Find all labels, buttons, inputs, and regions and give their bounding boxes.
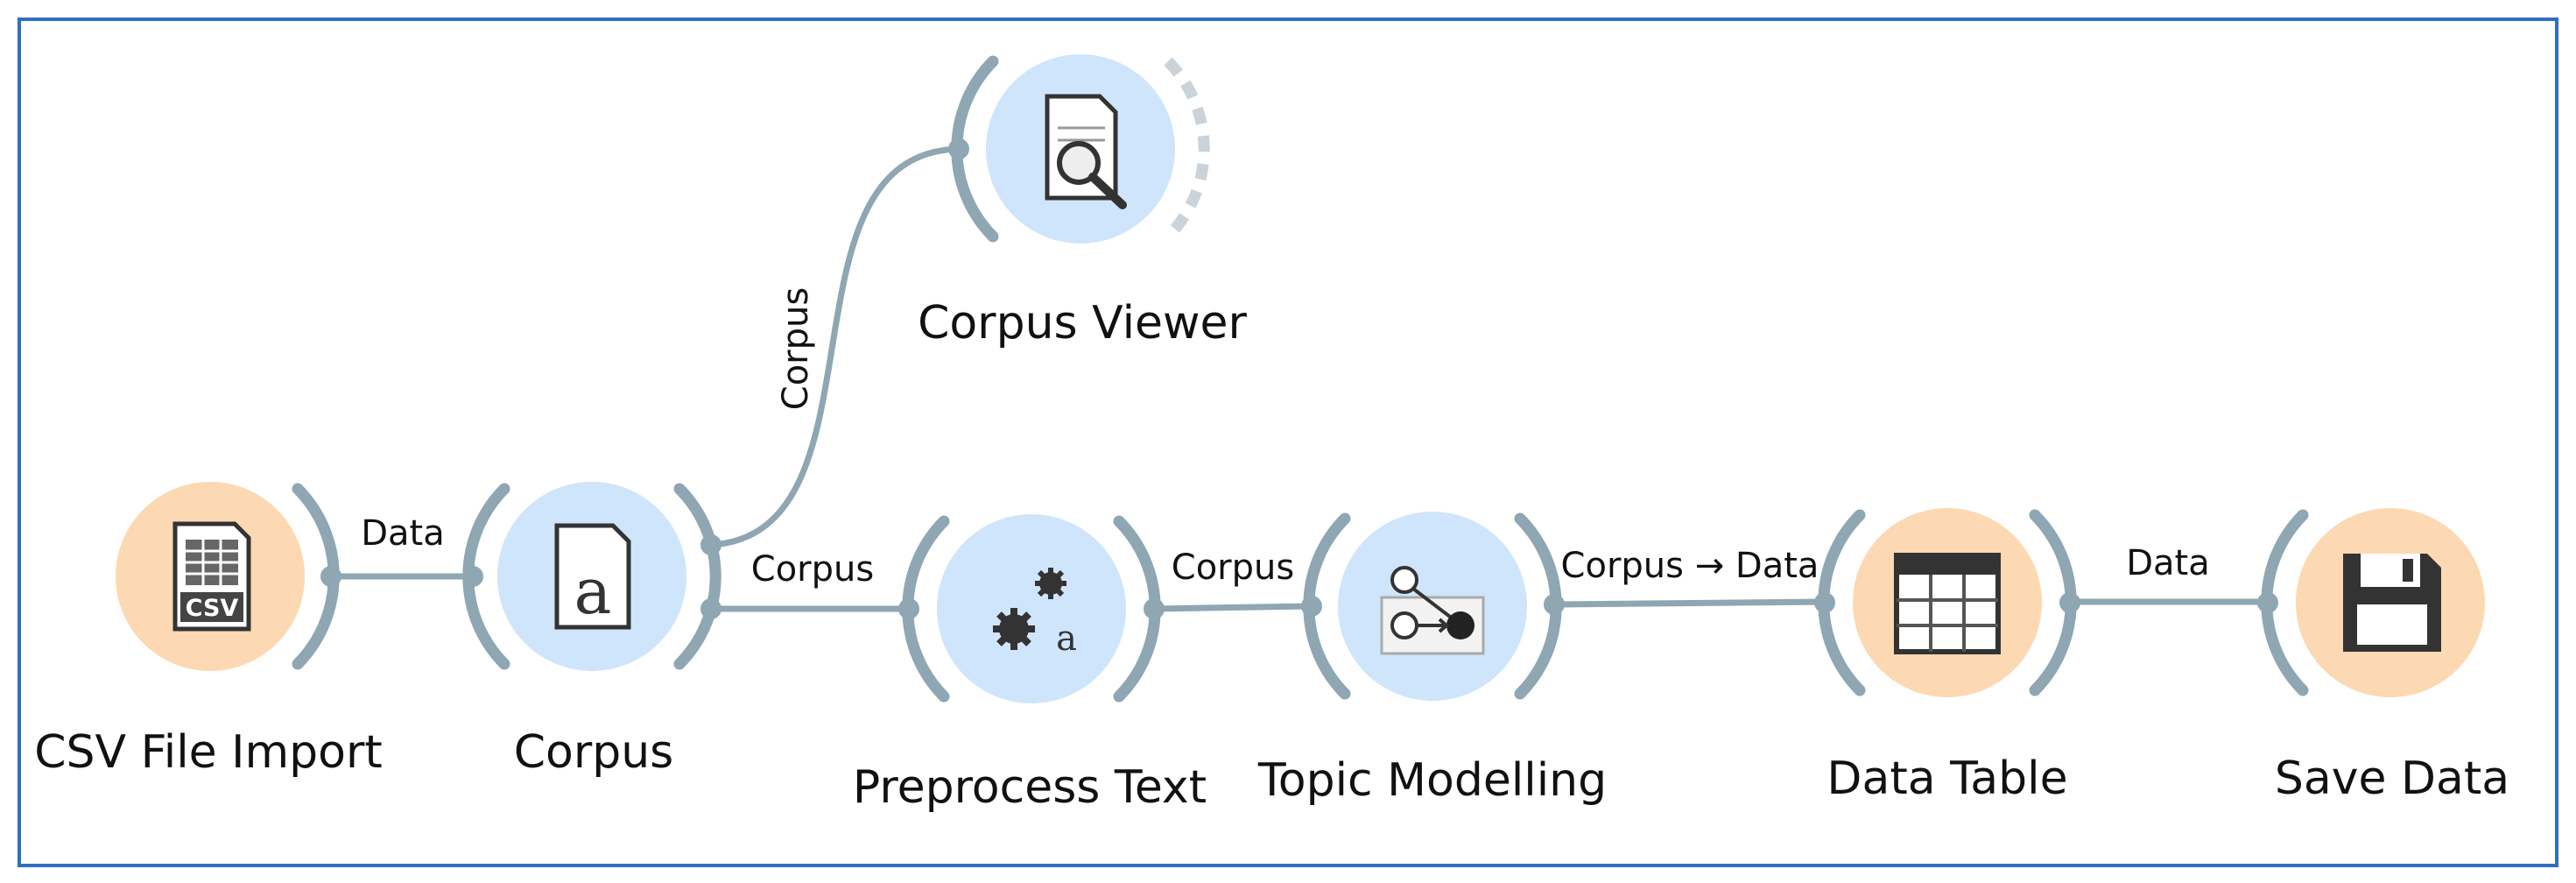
input-port-dot[interactable] (1814, 592, 1835, 613)
link-corpus-to-viewer[interactable] (707, 145, 962, 548)
node-corpus-viewer[interactable]: Corpus Viewer (918, 54, 1248, 350)
link-label-data-1: Data (361, 513, 445, 554)
input-port-dot[interactable] (2257, 592, 2278, 613)
csv-file-icon: CSV (172, 521, 251, 632)
output-port-arc[interactable] (673, 483, 721, 670)
input-port-dot[interactable] (1301, 596, 1322, 617)
floppy-disk-icon (2343, 554, 2441, 652)
link-label-corpus-preprocess: Corpus (751, 549, 874, 590)
gears-text-icon: a (993, 568, 1077, 659)
node-label: CSV File Import (34, 726, 383, 779)
node-label: Save Data (2275, 752, 2509, 805)
node-body[interactable] (937, 514, 1126, 703)
canvas-frame (18, 18, 2558, 867)
node-corpus[interactable]: a Corpus (462, 482, 721, 779)
input-port-dot[interactable] (898, 598, 919, 619)
link-preprocess-to-topic[interactable] (1151, 603, 1315, 612)
node-label: Corpus Viewer (918, 297, 1247, 350)
input-port-dot[interactable] (462, 566, 483, 587)
node-label: Data Table (1826, 752, 2067, 805)
output-port-dot[interactable] (1544, 594, 1565, 615)
topic-graph-icon (1380, 566, 1485, 655)
node-csv-file-import[interactable]: CSV CSV File Import (34, 482, 383, 779)
output-port-dot[interactable] (2059, 592, 2080, 613)
svg-text:CSV: CSV (186, 595, 239, 622)
input-port-dot[interactable] (948, 138, 969, 159)
node-data-table[interactable]: Data Table (1814, 508, 2080, 805)
link-label-corpus-topic: Corpus (1172, 547, 1294, 588)
link-label-corpus-viewer: Corpus (776, 287, 816, 410)
node-save-data[interactable]: Save Data (2257, 508, 2509, 805)
node-topic-modelling[interactable]: Topic Modelling (1257, 512, 1607, 807)
link-label-data-2: Data (2126, 543, 2210, 583)
svg-text:a: a (574, 555, 612, 628)
document-search-icon (1045, 94, 1127, 209)
output-port-arc-inactive (1164, 57, 1210, 241)
node-label: Preprocess Text (853, 761, 1207, 814)
node-label: Topic Modelling (1257, 754, 1607, 807)
output-port-dot[interactable] (1144, 598, 1165, 619)
link-topic-to-table[interactable] (1551, 598, 1828, 608)
output-port-dot-1[interactable] (700, 534, 721, 555)
node-preprocess-text[interactable]: a Preprocess Text (853, 514, 1207, 814)
svg-text:a: a (1056, 618, 1077, 659)
output-port-dot[interactable] (320, 566, 341, 587)
output-port-dot-2[interactable] (700, 598, 721, 619)
table-icon (1894, 553, 2001, 654)
corpus-document-icon: a (554, 523, 631, 630)
link-label-corpus-to-data: Corpus → Data (1561, 546, 1819, 586)
node-label: Corpus (514, 726, 674, 779)
